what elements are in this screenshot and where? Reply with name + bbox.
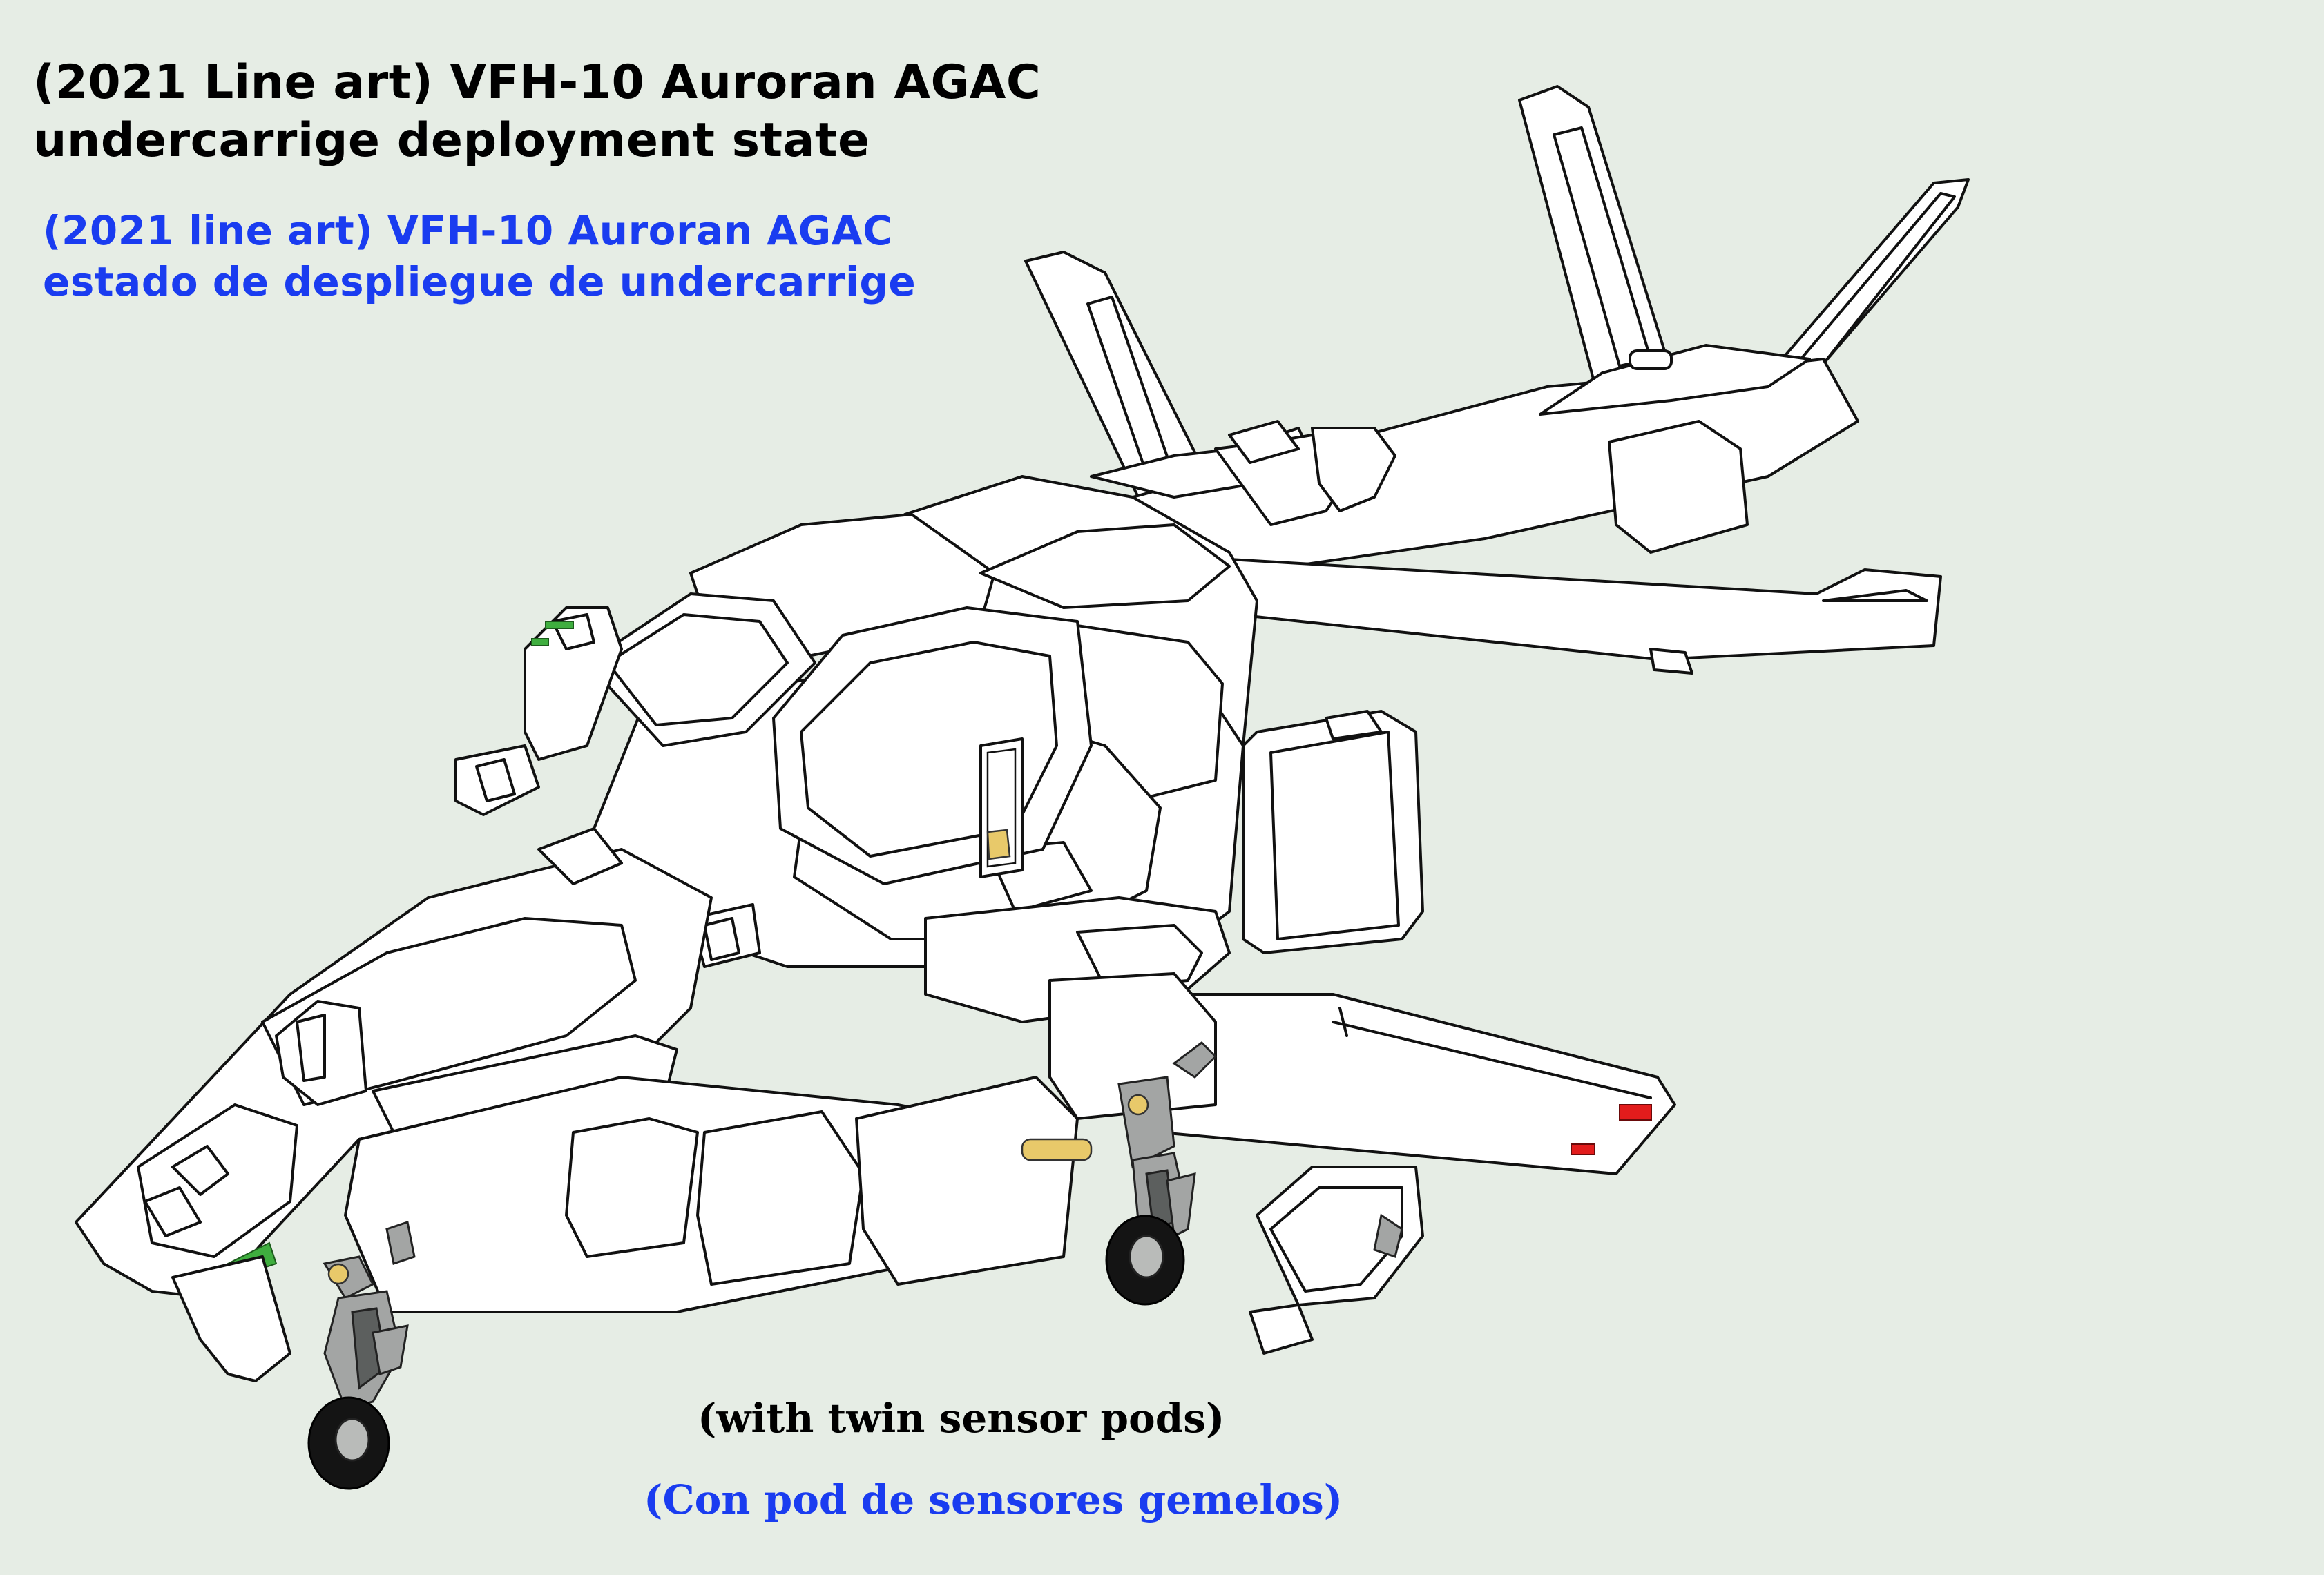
main-wing-right xyxy=(1228,558,1942,675)
nose-gear-lamp xyxy=(327,1263,349,1285)
wing-marker-red-1 xyxy=(1619,1104,1652,1121)
main-wing-lower xyxy=(1159,993,1676,1175)
sensor-light-green-upper xyxy=(545,621,574,629)
wing-marker-red-2 xyxy=(1571,1143,1595,1155)
title-english-line-1: (2021 Line art) VFH-10 Auroran AGAC xyxy=(33,55,1041,110)
title-spanish: (2021 line art) VFH-10 Auroran AGAC esta… xyxy=(43,205,916,307)
sensor-light-green-lower xyxy=(531,638,549,646)
caption-english: (with twin sensor pods) xyxy=(698,1395,1225,1442)
side-armor-right xyxy=(1242,710,1424,954)
main-landing-gear xyxy=(1105,1041,1218,1306)
title-spanish-line-2: estado de despliegue de undercarrige xyxy=(43,258,916,305)
sensor-pod-mount xyxy=(1373,1213,1403,1258)
right-tail-fin xyxy=(1518,85,1673,388)
main-gear-lamp xyxy=(1127,1094,1149,1116)
rear-fuselage xyxy=(1131,344,1859,574)
lower-hull xyxy=(344,1076,1079,1313)
caption-spanish: (Con pod de sensores gemelos) xyxy=(644,1476,1343,1523)
pod-lamp-amber xyxy=(1021,1138,1093,1161)
head-turret xyxy=(586,592,1093,885)
main-gear-upper-strut xyxy=(1172,1041,1218,1079)
title-english-line-2: undercarrige deployment state xyxy=(33,113,870,168)
title-english: (2021 Line art) VFH-10 Auroran AGAC unde… xyxy=(33,54,1041,170)
nose-gear-hub xyxy=(334,1418,370,1462)
nose-cockpit xyxy=(75,827,713,1382)
sensor-pod-right xyxy=(1249,1166,1424,1355)
nose-landing-gear xyxy=(307,1221,416,1490)
main-gear-hub xyxy=(1129,1235,1164,1279)
title-spanish-line-1: (2021 line art) VFH-10 Auroran AGAC xyxy=(43,207,893,254)
